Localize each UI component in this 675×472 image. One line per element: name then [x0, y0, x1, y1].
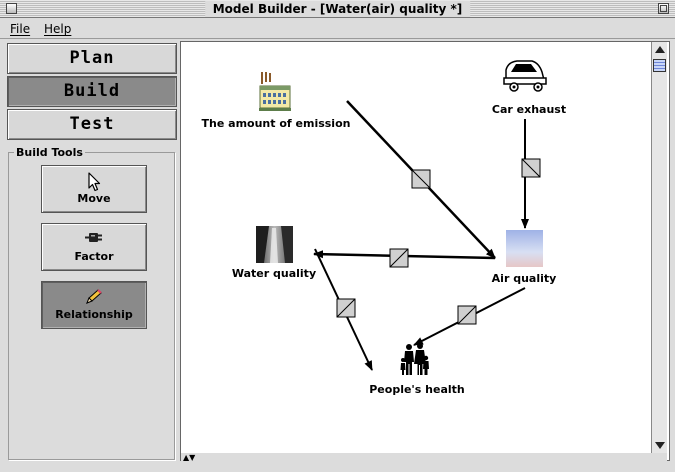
- build-tools-group: [8, 152, 175, 460]
- model-canvas[interactable]: The amount of emission Car exhaust Air q…: [181, 42, 651, 452]
- menu-file[interactable]: File: [10, 22, 31, 36]
- plan-mode-button[interactable]: Plan: [7, 43, 177, 74]
- factor-air[interactable]: Air quality: [492, 230, 557, 285]
- relationship-marker[interactable]: [389, 248, 409, 268]
- title-bar: Model Builder - [Water(air) quality *]: [0, 0, 675, 18]
- move-tool-button[interactable]: Move: [41, 165, 147, 213]
- relationship-water-to-health[interactable]: [314, 248, 373, 371]
- scroll-up-arrow-icon[interactable]: [655, 46, 665, 53]
- scroll-thumb[interactable]: [653, 59, 666, 72]
- relationship-air-to-health[interactable]: [413, 287, 526, 346]
- relationship-tool-button[interactable]: Relationship: [41, 281, 147, 329]
- factor-car[interactable]: Car exhaust: [492, 60, 566, 116]
- factor-tool-button[interactable]: Factor: [41, 223, 147, 271]
- sky-icon: [506, 230, 543, 267]
- build-tools-label: Build Tools: [14, 146, 85, 159]
- horizontal-scroll-area[interactable]: ▲▼: [181, 453, 667, 462]
- factor-emission-label: The amount of emission: [202, 117, 351, 130]
- car-icon: [503, 60, 547, 92]
- relationship-air-to-water[interactable]: [313, 248, 496, 268]
- zoom-box-button[interactable]: [658, 3, 669, 14]
- relationship-car-to-air[interactable]: [521, 119, 541, 229]
- factory-icon: [259, 71, 291, 111]
- scroll-left-right-arrows-icon[interactable]: ▲▼: [183, 453, 196, 462]
- window-title: Model Builder - [Water(air) quality *]: [204, 1, 471, 17]
- build-mode-button[interactable]: Build: [7, 76, 177, 107]
- factor-health[interactable]: People's health: [369, 343, 465, 396]
- close-box-button[interactable]: [6, 3, 17, 14]
- relationship-marker[interactable]: [521, 158, 541, 178]
- factor-water[interactable]: Water quality: [232, 226, 316, 280]
- factor-plug-icon: [84, 230, 104, 250]
- factor-air-label: Air quality: [492, 272, 557, 285]
- menu-help[interactable]: Help: [44, 22, 72, 36]
- relationship-marker[interactable]: [457, 305, 477, 325]
- menu-bar: File Help: [0, 19, 675, 39]
- arrow-cursor-icon: [87, 172, 101, 196]
- waterfall-icon: [256, 226, 293, 263]
- test-mode-button[interactable]: Test: [7, 109, 177, 140]
- vertical-scrollbar[interactable]: [651, 42, 667, 453]
- factor-health-label: People's health: [369, 383, 465, 396]
- relationship-emission-to-air[interactable]: [346, 100, 496, 259]
- factor-car-label: Car exhaust: [492, 103, 566, 116]
- factor-water-label: Water quality: [232, 267, 316, 280]
- relationship-marker[interactable]: [336, 298, 356, 318]
- relationship-marker[interactable]: [411, 169, 431, 189]
- factor-emission[interactable]: The amount of emission: [202, 71, 351, 130]
- move-tool-label: Move: [77, 192, 111, 205]
- family-icon: [400, 343, 429, 375]
- scroll-down-arrow-icon[interactable]: [655, 442, 665, 449]
- relationship-tool-label: Relationship: [55, 308, 133, 321]
- pencil-icon: [84, 288, 104, 310]
- factor-tool-label: Factor: [74, 250, 114, 263]
